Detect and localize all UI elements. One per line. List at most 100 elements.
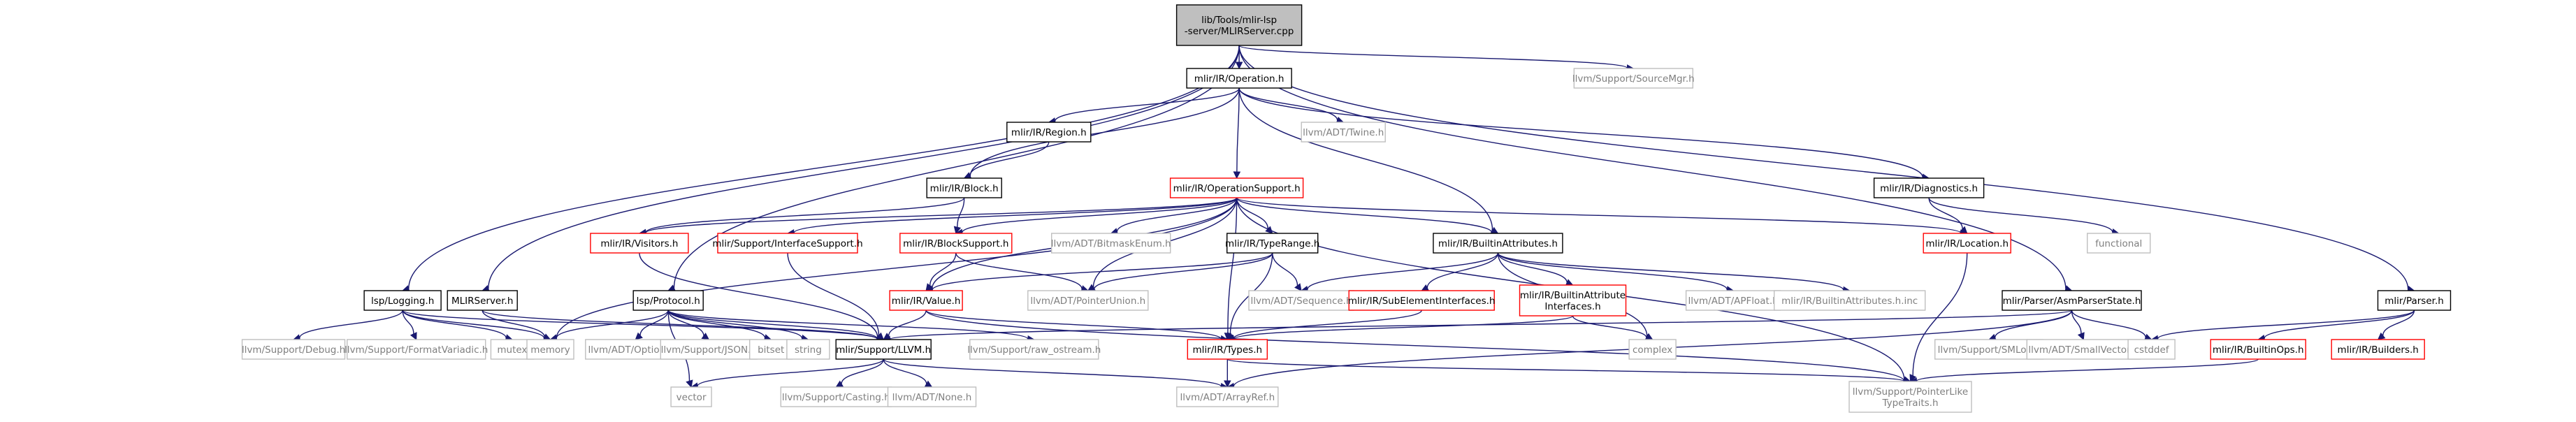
edge-builtinattrs-to-builtinattrsinc xyxy=(1497,252,1844,291)
edge-operation-to-opsupport xyxy=(1236,87,1240,173)
node-label-mlirserver: MLIRServer.h xyxy=(451,296,513,307)
node-logging[interactable]: lsp/Logging.h xyxy=(363,290,442,311)
edges-layer xyxy=(292,45,2415,391)
arrowhead-types-to-arrayref xyxy=(1223,380,1231,388)
arrowhead-typerange-to-sequence xyxy=(1294,283,1302,291)
node-ifacesupport[interactable]: mlir/Support/InterfaceSupport.h xyxy=(712,233,863,254)
node-none[interactable]: llvm/ADT/None.h xyxy=(887,386,977,407)
node-builtinops[interactable]: mlir/IR/BuiltinOps.h xyxy=(2210,339,2306,360)
node-blocksupport[interactable]: mlir/IR/BlockSupport.h xyxy=(899,233,1013,254)
edge-llvm-to-vector xyxy=(697,358,884,387)
node-functional[interactable]: functional xyxy=(2086,233,2151,254)
edge-block-to-blocksupport xyxy=(957,197,965,228)
node-json[interactable]: llvm/Support/JSON.h xyxy=(660,339,758,360)
edge-operation-to-region xyxy=(1054,87,1240,122)
node-box-typerange xyxy=(1226,233,1319,254)
edge-block-to-visitors xyxy=(645,197,965,233)
node-builtinattrs[interactable]: mlir/IR/BuiltinAttributes.h xyxy=(1433,233,1563,254)
node-label-bitset: bitset xyxy=(758,344,784,356)
node-complex[interactable]: complex xyxy=(1628,339,1677,360)
edge-protocol-to-bitset xyxy=(667,310,766,338)
node-sequence[interactable]: llvm/ADT/Sequence.h xyxy=(1248,290,1354,311)
edge-builtinattrs-to-apfloat xyxy=(1497,252,1728,290)
edge-subelem-to-types xyxy=(1233,310,1422,340)
edge-region-to-block xyxy=(969,141,1050,176)
node-protocol[interactable]: lsp/Protocol.h xyxy=(632,290,704,311)
node-label-rawostream: llvm/Support/raw_ostream.h xyxy=(967,344,1101,356)
edge-logging-to-memory xyxy=(402,310,545,339)
node-label-bitmask: llvm/ADT/BitmaskEnum.h xyxy=(1051,238,1171,249)
node-smallvector[interactable]: llvm/ADT/SmallVector.h xyxy=(2026,339,2141,360)
node-types[interactable]: mlir/IR/Types.h xyxy=(1187,339,1268,360)
node-parser[interactable]: mlir/Parser.h xyxy=(2377,290,2452,311)
node-region[interactable]: mlir/IR/Region.h xyxy=(1006,122,1092,143)
node-memory[interactable]: memory xyxy=(526,339,574,360)
node-label-casting: llvm/Support/Casting.h xyxy=(782,392,890,403)
node-formatvariadic[interactable]: llvm/Support/FormatVariadic.h xyxy=(345,339,488,360)
node-llvm[interactable]: mlir/Support/LLVM.h xyxy=(835,339,932,360)
edge-value-to-pointerlike xyxy=(925,310,1905,381)
node-label-cstddef: cstddef xyxy=(2134,344,2170,356)
edge-value-to-types xyxy=(925,310,1222,340)
node-mutex[interactable]: mutex xyxy=(490,339,535,360)
node-debug[interactable]: llvm/Support/Debug.h xyxy=(241,339,346,360)
edge-typerange-to-pointerunion xyxy=(1093,252,1273,290)
node-block[interactable]: mlir/IR/Block.h xyxy=(926,177,1002,198)
node-bitset[interactable]: bitset xyxy=(748,339,793,360)
node-smloc[interactable]: llvm/Support/SMLoc.h xyxy=(1934,339,2044,360)
node-label-apfloat: llvm/ADT/APFloat.h xyxy=(1688,296,1779,307)
node-mlirserver[interactable]: MLIRServer.h xyxy=(447,290,518,311)
node-opsupport[interactable]: mlir/IR/OperationSupport.h xyxy=(1169,177,1304,198)
node-box-parser xyxy=(2377,290,2452,311)
node-string[interactable]: string xyxy=(786,339,830,360)
edge-typerange-to-sequence xyxy=(1272,252,1298,286)
edge-llvm-to-arrayref xyxy=(883,358,1222,387)
edge-root-to-protocol xyxy=(673,45,1240,289)
node-label-json: llvm/Support/JSON.h xyxy=(661,344,757,356)
node-casting[interactable]: llvm/Support/Casting.h xyxy=(780,386,892,407)
node-twine[interactable]: llvm/ADT/Twine.h xyxy=(1301,122,1386,143)
node-box-subelem xyxy=(1348,290,1495,311)
edge-asmparserstate-to-cstddef xyxy=(2071,310,2146,338)
node-builtinattrsinc[interactable]: mlir/IR/BuiltinAttributes.h.inc xyxy=(1773,290,1926,311)
edge-asmparserstate-to-smallvector xyxy=(2071,310,2082,334)
node-label-block: mlir/IR/Block.h xyxy=(930,183,999,194)
node-box-smloc xyxy=(1934,339,2044,360)
node-rawostream[interactable]: llvm/Support/raw_ostream.h xyxy=(967,339,1101,360)
node-label-pointerlike: TypeTraits.h xyxy=(1881,398,1938,409)
node-label-optional: llvm/ADT/Optional.h xyxy=(588,344,683,356)
edge-logging-to-llvm xyxy=(402,310,878,340)
edge-parser-to-builtinops xyxy=(2264,310,2415,339)
node-asmparserstate[interactable]: mlir/Parser/AsmParserState.h xyxy=(2002,290,2142,311)
node-operation[interactable]: mlir/IR/Operation.h xyxy=(1186,68,1292,89)
arrowhead-logging-to-formatvariadic xyxy=(410,332,417,341)
node-diagnostics[interactable]: mlir/IR/Diagnostics.h xyxy=(1873,177,1985,198)
node-pointerunion[interactable]: llvm/ADT/PointerUnion.h xyxy=(1027,290,1149,311)
node-cstddef[interactable]: cstddef xyxy=(2127,339,2176,360)
node-sourcemgr[interactable]: llvm/Support/SourceMgr.h xyxy=(1572,68,1695,89)
node-typerange[interactable]: mlir/IR/TypeRange.h xyxy=(1225,233,1319,254)
node-visitors[interactable]: mlir/IR/Visitors.h xyxy=(590,233,689,254)
arrowhead-asmparserstate-to-smallvector xyxy=(2077,332,2085,341)
node-vector[interactable]: vector xyxy=(670,386,712,407)
edge-mlirserver-to-llvm xyxy=(482,310,878,340)
edge-opsupport-to-memory xyxy=(556,197,1238,339)
node-box-region xyxy=(1006,122,1092,143)
node-box-builtinattrs xyxy=(1433,233,1563,254)
arrowhead-diagnostics-to-location xyxy=(1960,226,1968,234)
node-label-builtinattrsinc: mlir/IR/BuiltinAttributes.h.inc xyxy=(1781,296,1918,307)
node-value[interactable]: mlir/IR/Value.h xyxy=(889,290,963,311)
node-arrayref[interactable]: llvm/ADT/ArrayRef.h xyxy=(1176,386,1279,407)
node-label-functional: functional xyxy=(2095,238,2142,249)
nodes-layer: lib/Tools/mlir-lsp-server/MLIRServer.cpp… xyxy=(241,4,2452,413)
node-subelem[interactable]: mlir/IR/SubElementInterfaces.h xyxy=(1348,290,1496,311)
node-label-operation: mlir/IR/Operation.h xyxy=(1194,73,1285,85)
node-apfloat[interactable]: llvm/ADT/APFloat.h xyxy=(1685,290,1781,311)
node-builders[interactable]: mlir/IR/Builders.h xyxy=(2331,339,2425,360)
node-location[interactable]: mlir/IR/Location.h xyxy=(1923,233,2011,254)
arrowhead-location-to-pointerlike xyxy=(1909,374,1917,383)
node-bitmask[interactable]: llvm/ADT/BitmaskEnum.h xyxy=(1051,233,1171,254)
arrowhead-protocol-to-optional xyxy=(635,332,643,340)
